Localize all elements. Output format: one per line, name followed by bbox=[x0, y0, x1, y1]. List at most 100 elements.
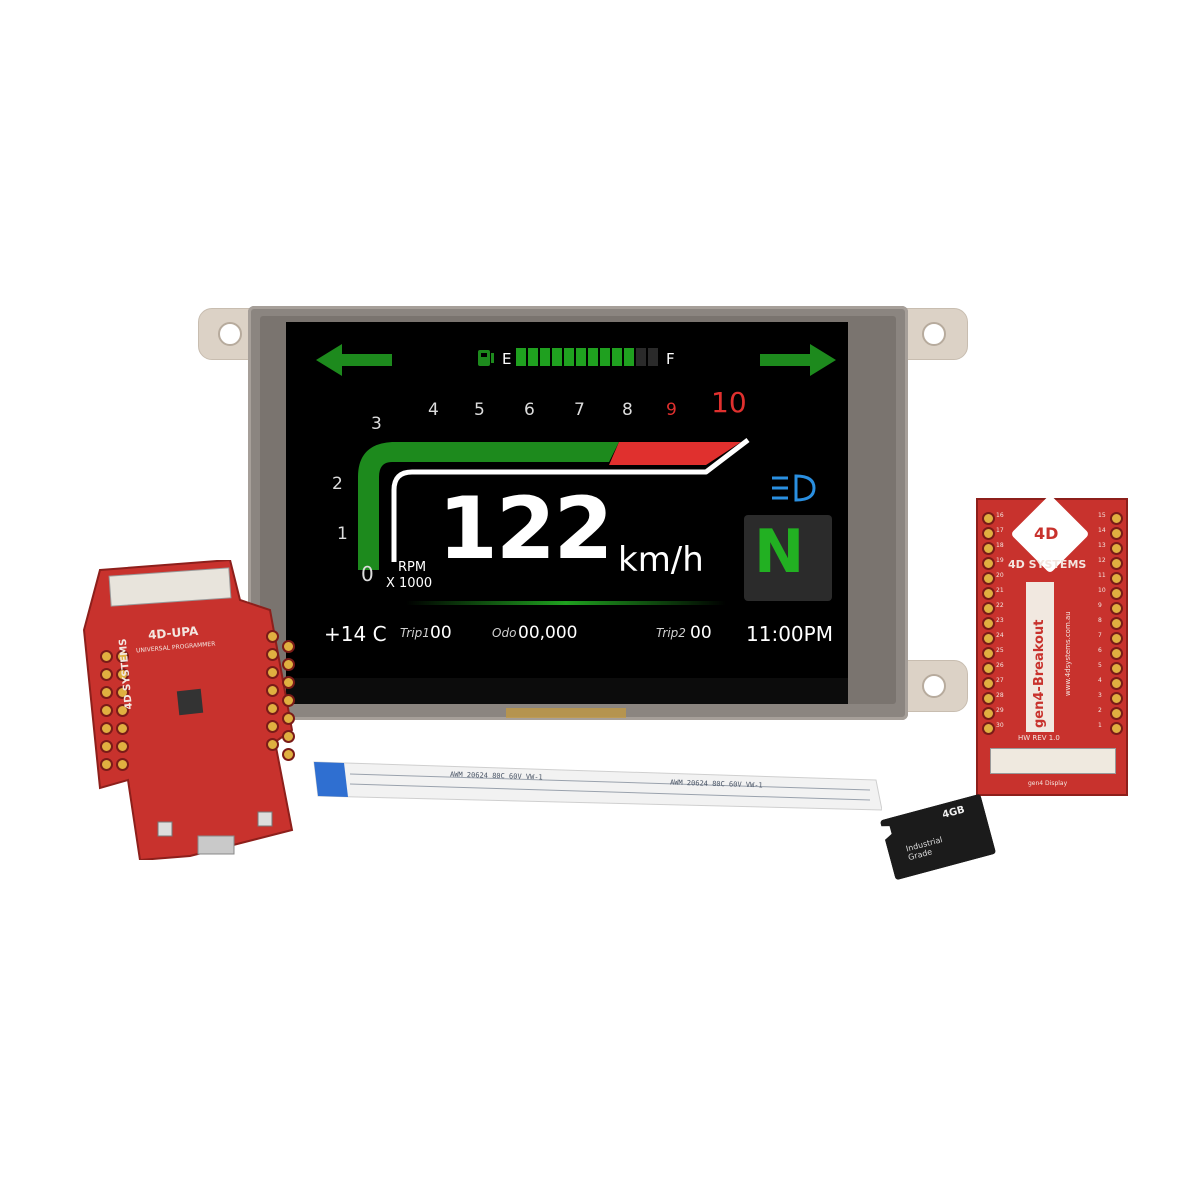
pin-number: 6 bbox=[1098, 647, 1102, 654]
trip2-value: 00 bbox=[690, 623, 712, 643]
header-pin bbox=[1110, 692, 1123, 705]
rpm-tick: 3 bbox=[371, 414, 382, 434]
header-pin bbox=[100, 650, 113, 663]
rpm-arc-outline bbox=[391, 438, 750, 562]
breakout-brand: 4D SYSTEMS bbox=[1008, 558, 1087, 571]
header-pin bbox=[982, 677, 995, 690]
pin-number: 13 bbox=[1098, 542, 1106, 549]
pin-number: 26 bbox=[996, 662, 1004, 669]
header-pin bbox=[116, 668, 129, 681]
pin-number: 11 bbox=[1098, 572, 1106, 579]
clock-readout: 11:00PM bbox=[746, 622, 833, 646]
rpm-tick: 7 bbox=[574, 400, 585, 420]
odo-value: 00,000 bbox=[518, 623, 578, 643]
programmer-pin-headers bbox=[70, 560, 310, 860]
ribbon-cable: AWM 20624 80C 60V VW-1 AWM 20624 80C 60V… bbox=[310, 760, 882, 816]
fuel-bar bbox=[624, 348, 634, 366]
programmer-board: 4D-UPA UNIVERSAL PROGRAMMER 4D SYSTEMS bbox=[70, 560, 310, 860]
header-pin bbox=[266, 630, 279, 643]
rpm-tick: 2 bbox=[332, 474, 343, 494]
header-pin bbox=[282, 712, 295, 725]
rpm-tick: 4 bbox=[428, 400, 439, 420]
rpm-tick: 8 bbox=[622, 400, 633, 420]
header-pin bbox=[100, 740, 113, 753]
header-pin bbox=[282, 640, 295, 653]
header-pin bbox=[1110, 722, 1123, 735]
header-pin bbox=[1110, 707, 1123, 720]
header-pin bbox=[1110, 617, 1123, 630]
fuel-bar bbox=[564, 348, 574, 366]
breakout-board: 4D 4D SYSTEMS gen4-Breakout www.4dsystem… bbox=[976, 494, 1128, 796]
header-pin bbox=[282, 658, 295, 671]
header-pin bbox=[266, 684, 279, 697]
lcd-bottom-strip bbox=[286, 678, 848, 704]
speed-value: 122 bbox=[438, 479, 614, 579]
fuel-bar bbox=[612, 348, 622, 366]
pin-number: 14 bbox=[1098, 527, 1106, 534]
header-pin bbox=[1110, 557, 1123, 570]
rpm-multiplier-label: X 1000 bbox=[386, 576, 433, 591]
connector-label: gen4 Display bbox=[1028, 780, 1068, 787]
header-pin bbox=[982, 602, 995, 615]
header-pin bbox=[100, 668, 113, 681]
pin-number: 15 bbox=[1098, 512, 1106, 519]
display-connector bbox=[990, 748, 1116, 774]
header-pin bbox=[100, 722, 113, 735]
pin-number: 23 bbox=[996, 617, 1004, 624]
speed-unit: km/h bbox=[618, 540, 704, 580]
fuel-bar bbox=[516, 348, 526, 366]
pin-number: 12 bbox=[1098, 557, 1106, 564]
headlight-icon bbox=[772, 474, 816, 502]
fuel-bar bbox=[600, 348, 610, 366]
pin-number: 24 bbox=[996, 632, 1004, 639]
header-pin bbox=[982, 617, 995, 630]
header-pin bbox=[982, 632, 995, 645]
microsd-card: 4GB Industrial Grade bbox=[880, 794, 997, 881]
header-pin bbox=[282, 676, 295, 689]
header-pin bbox=[116, 704, 129, 717]
flex-connector bbox=[506, 708, 626, 718]
fuel-gauge bbox=[516, 348, 696, 368]
mounting-hole bbox=[218, 322, 242, 346]
programmer-board-pcb bbox=[82, 560, 294, 860]
fuel-bar bbox=[528, 348, 538, 366]
header-pin bbox=[116, 722, 129, 735]
pin-number: 27 bbox=[996, 677, 1004, 684]
rpm-arc-green bbox=[358, 442, 619, 570]
trip1-value: 00 bbox=[430, 623, 452, 643]
pin-number: 4 bbox=[1098, 677, 1102, 684]
header-pin bbox=[266, 738, 279, 751]
rpm-tick: 9 bbox=[666, 400, 677, 420]
left-turn-arrow-icon bbox=[316, 344, 392, 376]
header-pin bbox=[982, 722, 995, 735]
fuel-empty-label: E bbox=[502, 350, 512, 368]
header-pin bbox=[266, 702, 279, 715]
pin-number: 8 bbox=[1098, 617, 1102, 624]
microsd-card-body bbox=[880, 794, 996, 880]
rpm-tick: 10 bbox=[711, 386, 747, 419]
header-pin bbox=[282, 730, 295, 743]
header-pin bbox=[100, 758, 113, 771]
fuel-bar bbox=[588, 348, 598, 366]
dashboard-graphics bbox=[316, 344, 836, 605]
fuel-bar bbox=[648, 348, 658, 366]
lcd-screen bbox=[286, 322, 848, 678]
fuel-bar bbox=[552, 348, 562, 366]
header-pin bbox=[1110, 677, 1123, 690]
header-pin bbox=[982, 587, 995, 600]
header-pin bbox=[982, 572, 995, 585]
pin-number: 3 bbox=[1098, 692, 1102, 699]
pin-number: 16 bbox=[996, 512, 1004, 519]
header-pin bbox=[266, 720, 279, 733]
header-pin bbox=[1110, 527, 1123, 540]
fuel-full-label: F bbox=[666, 350, 675, 368]
header-pin bbox=[116, 650, 129, 663]
fuel-pump-icon bbox=[478, 350, 494, 366]
breakout-name: gen4-Breakout bbox=[1032, 619, 1047, 728]
rpm-tick: 1 bbox=[337, 524, 348, 544]
header-pin bbox=[982, 527, 995, 540]
fuel-bar bbox=[636, 348, 646, 366]
speed-glow-line bbox=[406, 601, 726, 605]
header-pin bbox=[982, 512, 995, 525]
